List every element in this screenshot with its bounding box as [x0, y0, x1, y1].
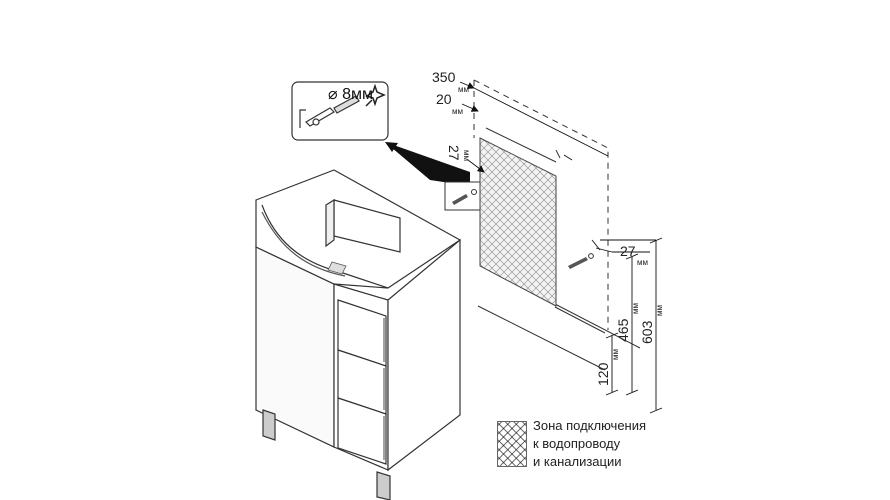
wall-outline: [473, 79, 641, 371]
cabinet-leg-left: [262, 409, 276, 441]
legend-line-2: к водопроводу: [533, 436, 621, 451]
dim-27-top-unit: мм: [462, 150, 471, 161]
wall-anchor-lower: [568, 253, 594, 269]
dimension-lines: [459, 81, 663, 414]
legend-line-1: Зона подключения: [533, 418, 647, 433]
dim-120-unit: мм: [611, 349, 620, 360]
tile-drill-icon: [365, 83, 386, 107]
dim-350: 350: [432, 69, 456, 85]
dim-20-unit: мм: [452, 107, 463, 116]
legend-hatch-swatch: [497, 421, 527, 467]
dim-465: 465: [615, 318, 631, 342]
drawer-3: [337, 397, 387, 465]
dim-120: 120: [595, 362, 611, 386]
drill-bit-icon: [299, 95, 360, 128]
dim-603: 603: [639, 320, 655, 344]
diameter-symbol: ⌀: [328, 86, 338, 103]
dim-27-right: 27: [620, 243, 636, 259]
legend: Зона подключения к водопроводу и канализ…: [497, 417, 687, 477]
callout-pointer: [385, 142, 470, 186]
cabinet-leg-right: [376, 471, 391, 500]
dim-27-top: 27: [446, 145, 462, 161]
drill-size-label: ⌀ 8мм: [328, 84, 373, 104]
cabinet-side-panel: [387, 238, 461, 472]
dim-20: 20: [436, 91, 452, 107]
dim-27-right-unit: мм: [637, 258, 648, 267]
legend-text: Зона подключения к водопроводу и канализ…: [533, 417, 646, 471]
connection-zone: [479, 137, 557, 307]
dim-465-unit: мм: [631, 303, 640, 314]
anchor-detail-box: [444, 181, 482, 211]
dim-350-unit: мм: [458, 85, 469, 94]
legend-line-3: и канализации: [533, 454, 622, 469]
dim-603-unit: мм: [655, 305, 664, 316]
drill-callout: [291, 81, 470, 186]
drill-size: 8мм: [342, 86, 373, 103]
vanity-cabinet: [255, 169, 462, 500]
